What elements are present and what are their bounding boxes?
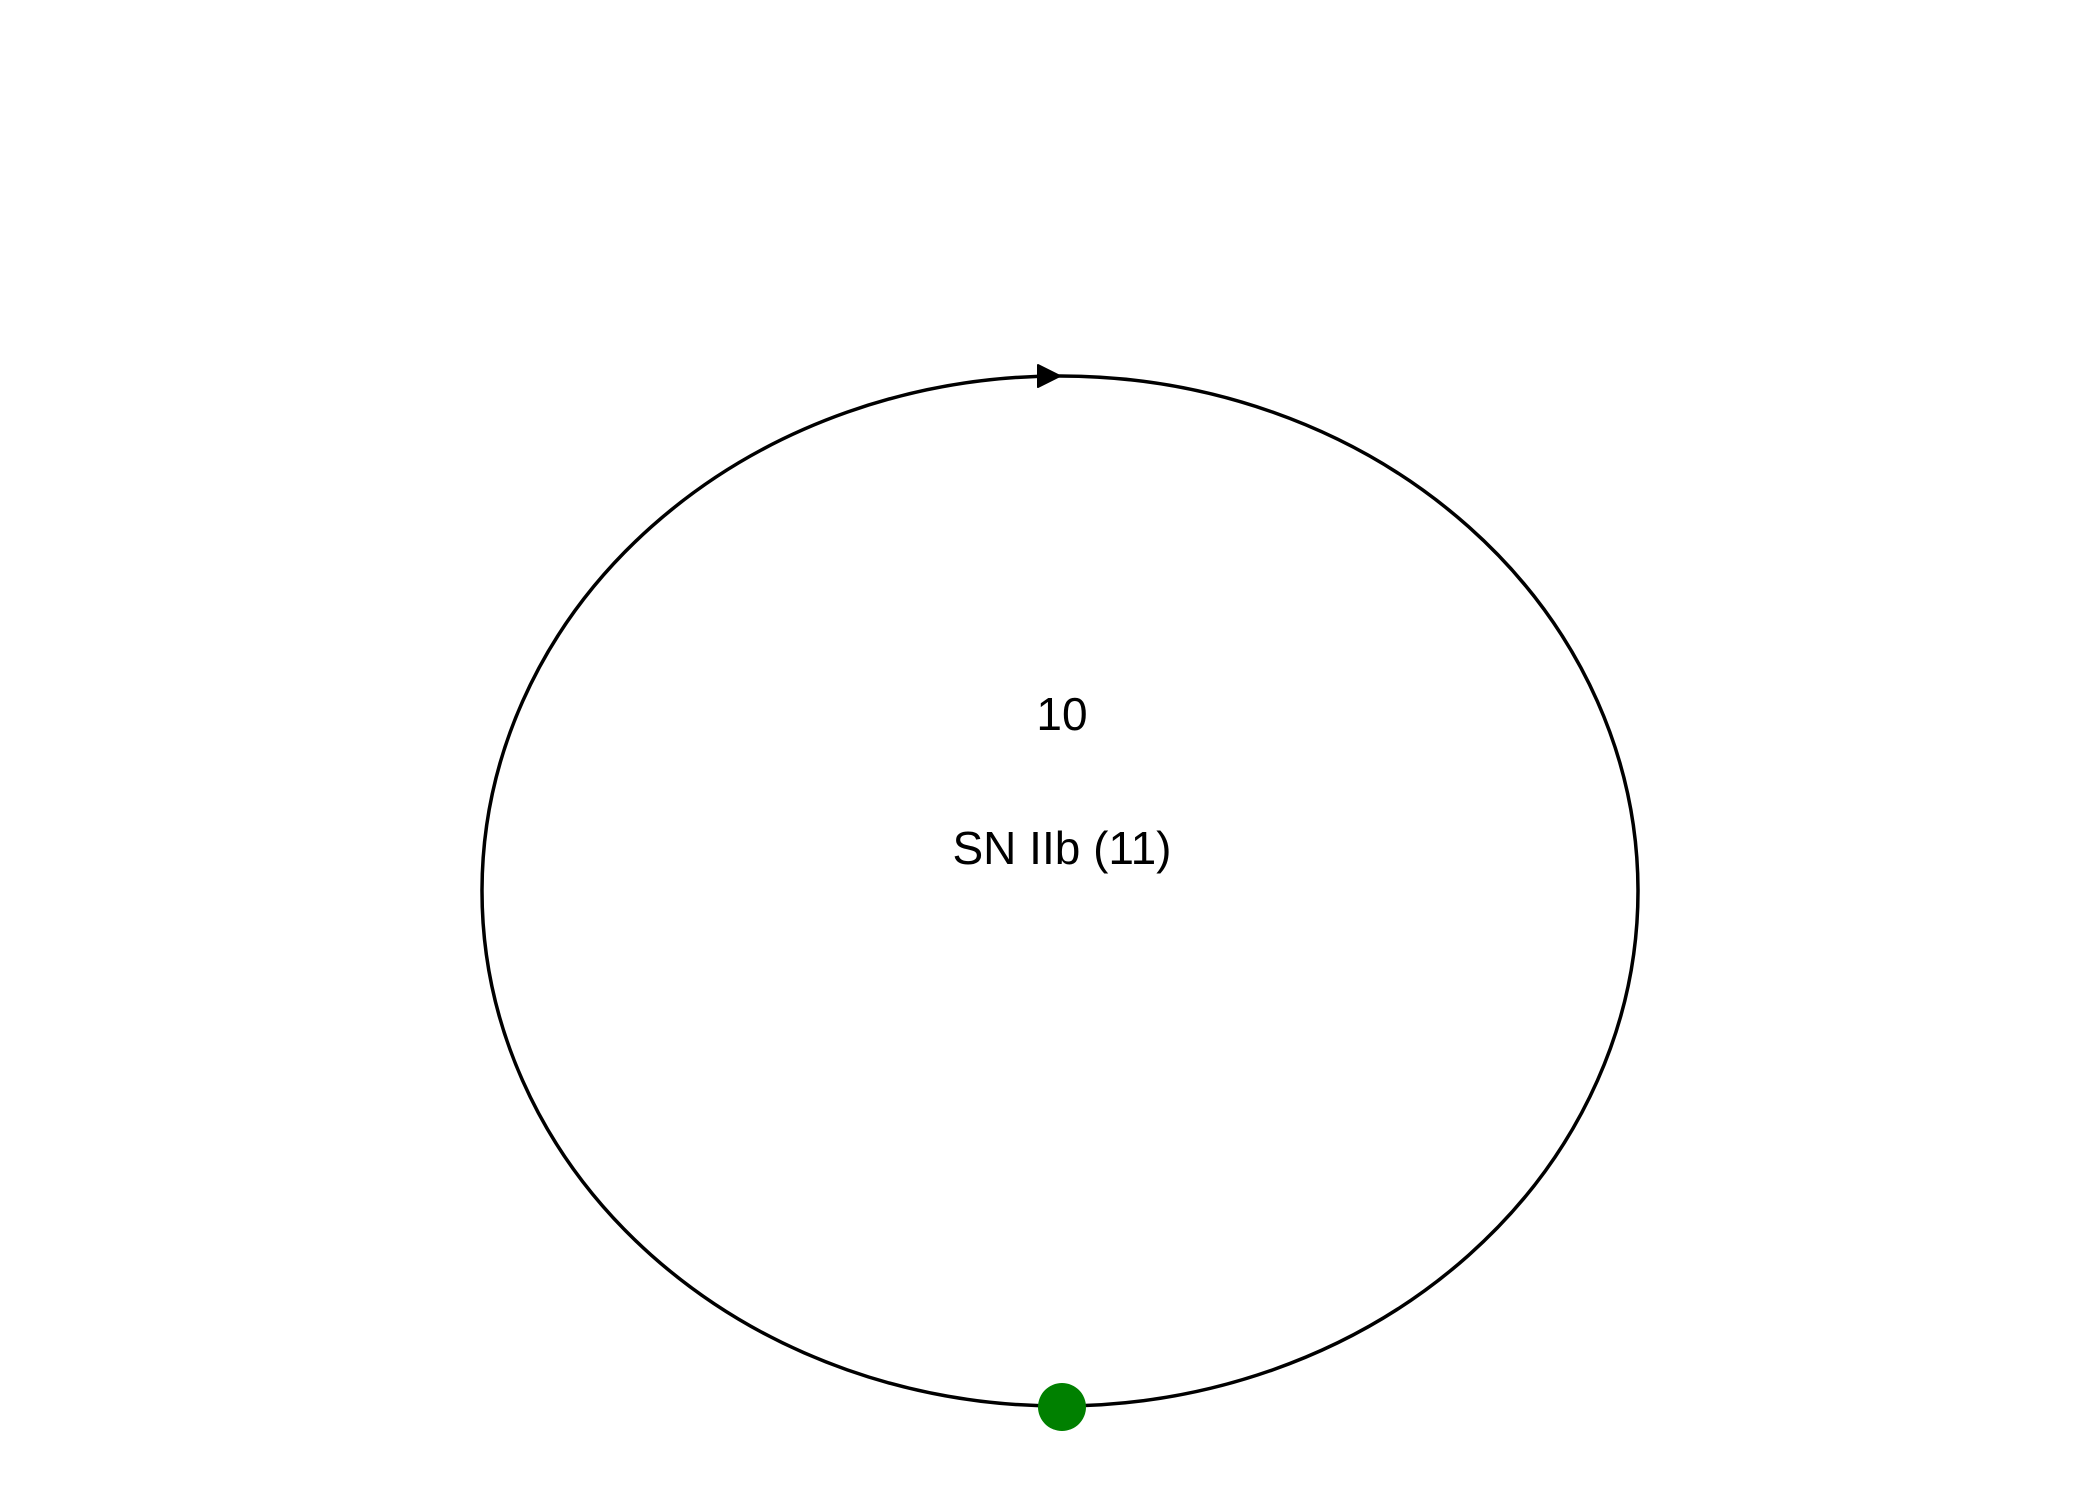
cycle-loop xyxy=(480,374,1640,1408)
type-label: SN IIb (11) xyxy=(953,822,1172,874)
arrow-right-icon xyxy=(1037,364,1061,388)
count-label: 10 xyxy=(1036,688,1087,740)
start-marker-icon xyxy=(1038,1383,1086,1431)
